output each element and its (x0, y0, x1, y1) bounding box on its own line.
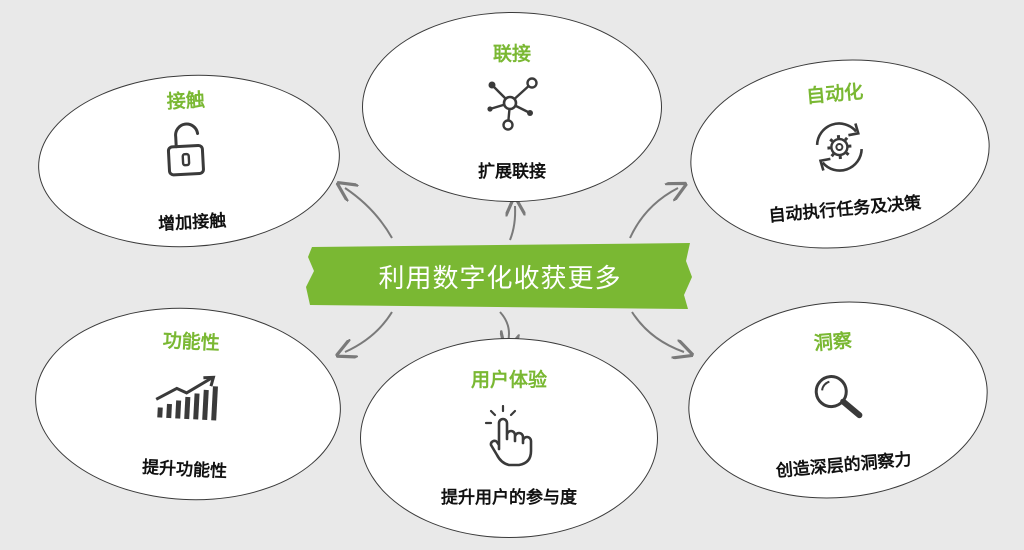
center-banner-label: 利用数字化收获更多 (378, 263, 622, 294)
arrow-to-connect (510, 206, 515, 241)
magnifier-icon (807, 367, 868, 432)
banner-shape (306, 243, 692, 309)
center-banner: 利用数字化收获更多 (306, 243, 694, 309)
gear-cycle-icon (805, 116, 874, 181)
arrow-to-function (345, 311, 393, 352)
node-connect-title: 联接 (492, 43, 531, 65)
arrow-to-insight (631, 311, 684, 352)
node-contact: 接触 增加接触 (33, 67, 345, 255)
node-ux: 用户体验 提升用户的参与度 (360, 338, 658, 538)
network-nodes-icon (482, 73, 542, 137)
arrow-to-contact (345, 188, 393, 239)
node-function: 功能性 提升功能性 (30, 300, 346, 508)
node-insight: 洞察 创造深层的洞察力 (680, 289, 996, 511)
node-ux-title: 用户体验 (470, 369, 547, 391)
unlocked-padlock-icon (161, 119, 216, 184)
tap-hand-icon (483, 404, 535, 471)
node-connect: 联接 扩展联接 (362, 12, 662, 202)
node-connect-caption: 扩展联接 (478, 162, 546, 182)
arrow-to-automate (629, 188, 678, 239)
node-automate: 自动化 自动执行任务及决 (682, 47, 998, 261)
rising-bar-chart-icon (151, 371, 226, 427)
node-ux-caption: 提升用户的参与度 (441, 488, 577, 508)
